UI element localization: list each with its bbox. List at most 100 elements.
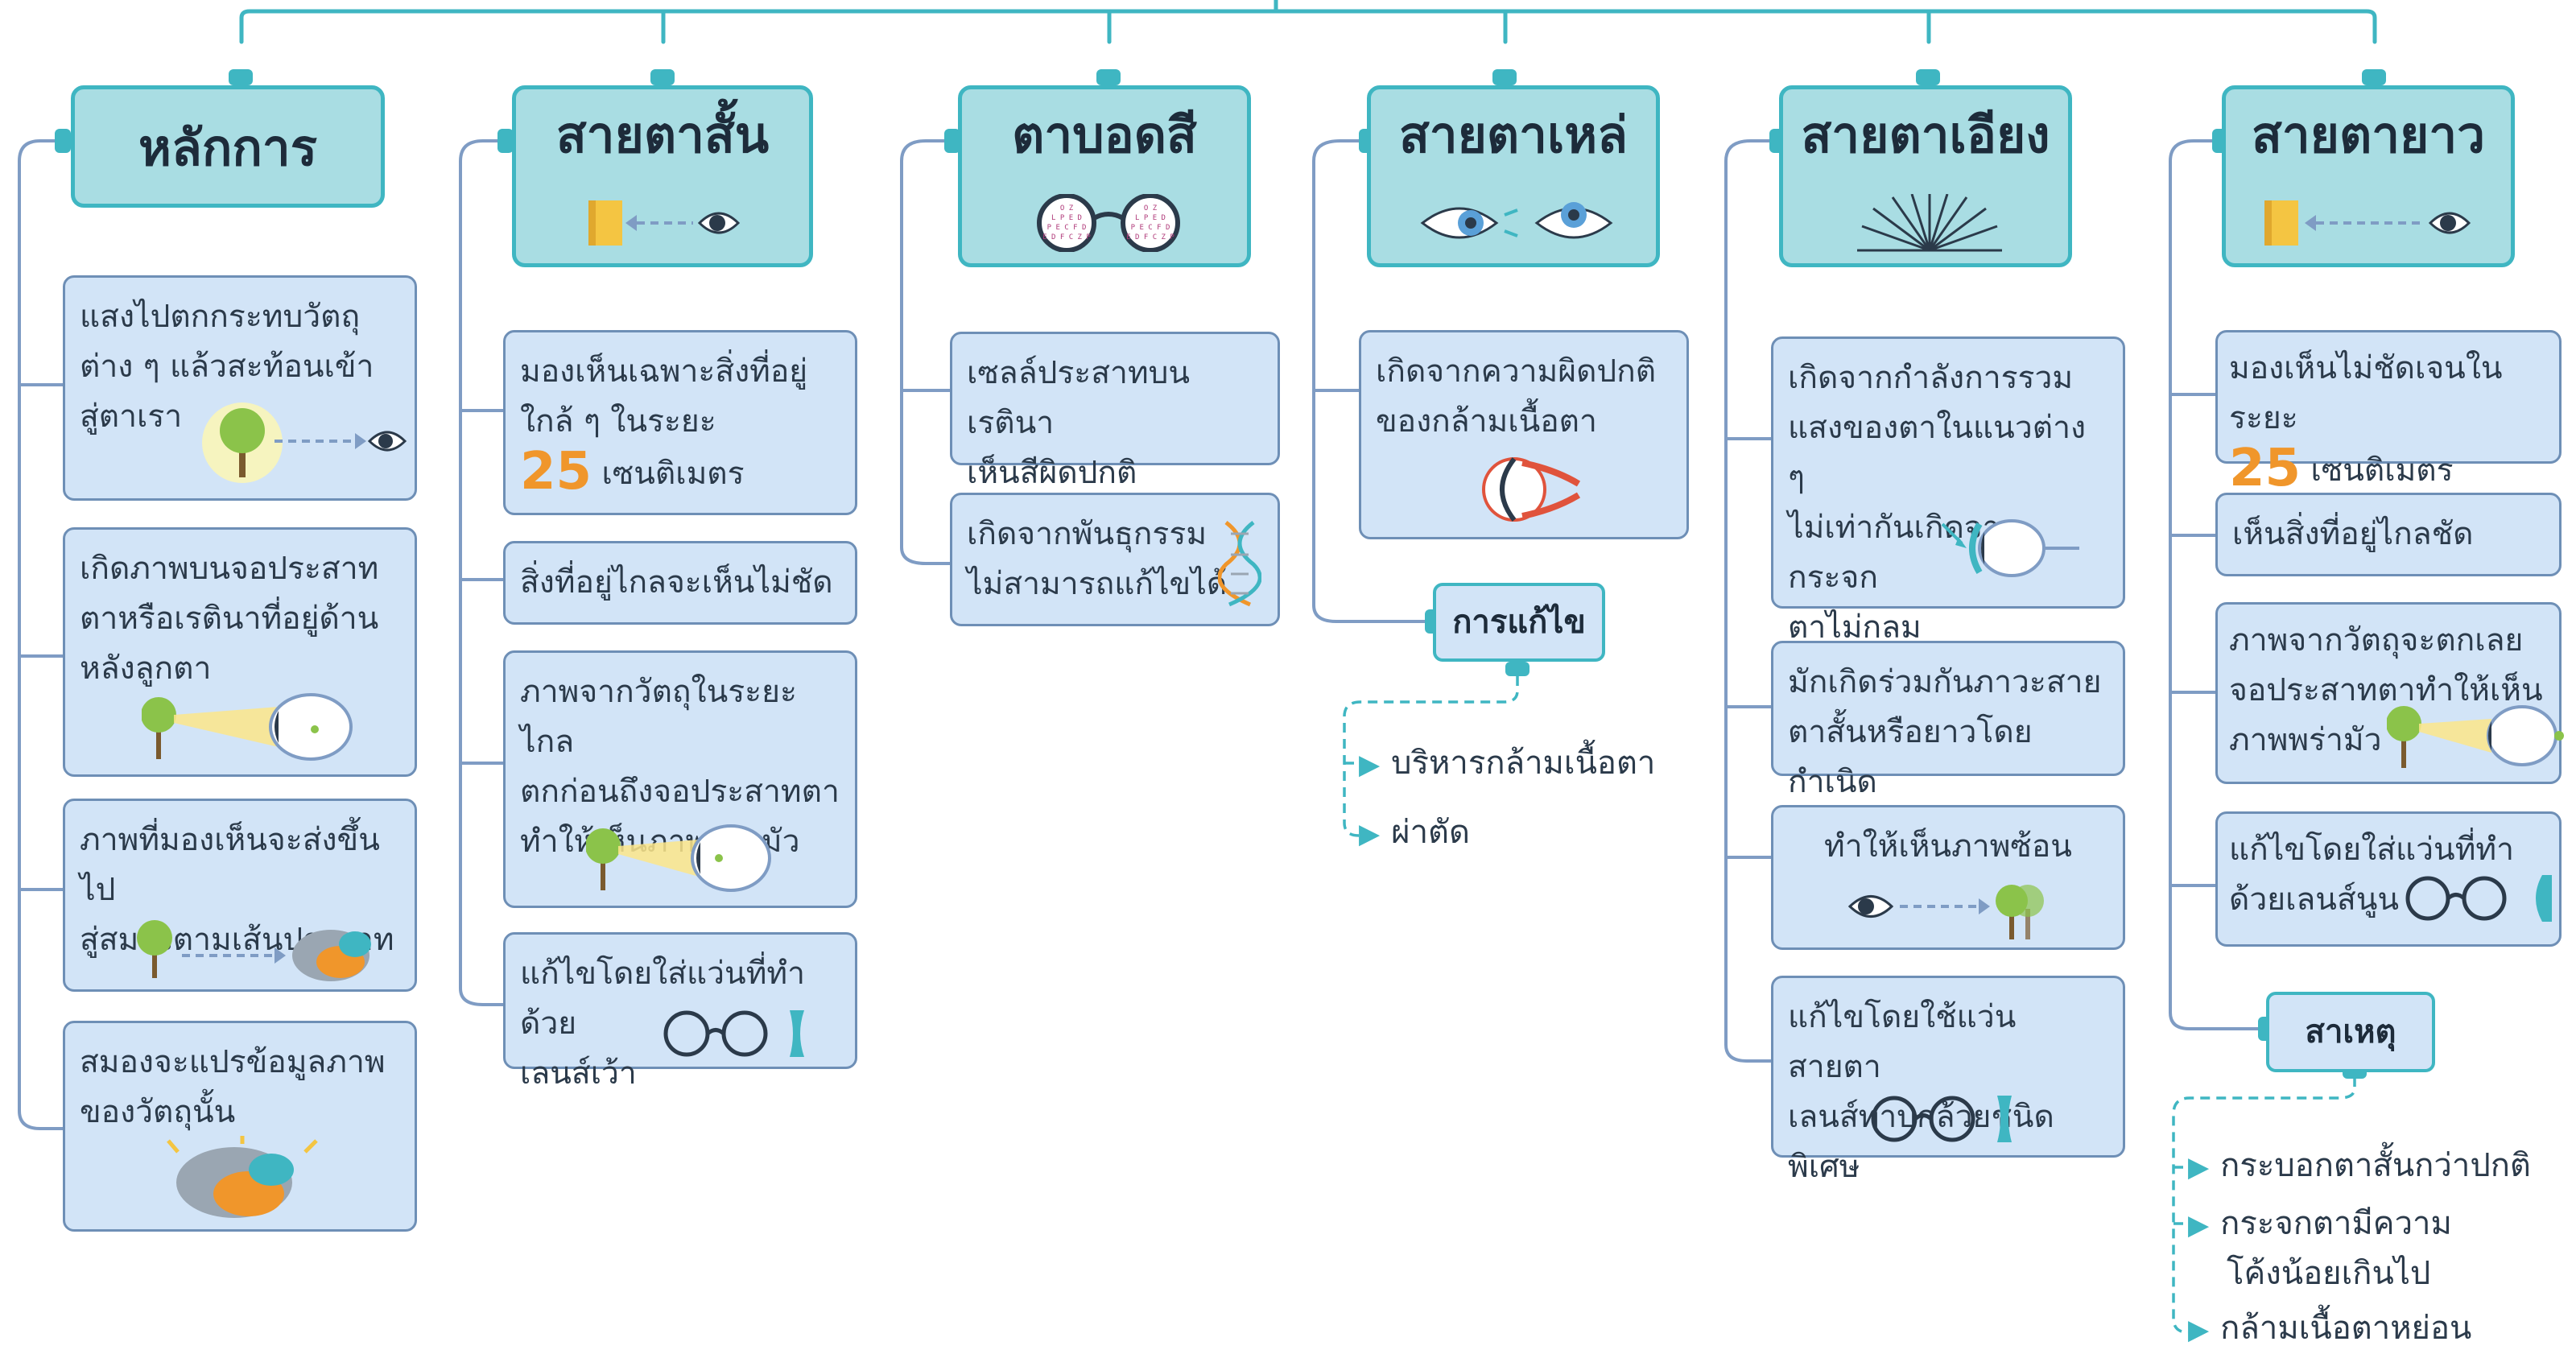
chart-letters-row: O Z: [1060, 204, 1074, 213]
box-line: แก้ไขโดยใส่แว่นที่ทำด้วย: [520, 956, 806, 1042]
chart-letters-row: E D F C Z P: [1126, 233, 1174, 241]
header-astigmatism: สายตาเอียง: [1779, 85, 2072, 267]
play-arrow-icon: ▶: [2188, 1209, 2210, 1241]
myopia-box-3: ภาพจากวัตถุในระยะไกล ตกก่อนถึงจอประสาทตา…: [503, 650, 857, 908]
box-line: ตาหรือเรตินาที่อยู่ด้าน: [80, 601, 379, 637]
header-title: ตาบอดสี: [1012, 105, 1197, 164]
play-arrow-icon: ▶: [1359, 749, 1381, 781]
header-title: หลักการ: [138, 118, 318, 177]
hyperopia-eye-diagram-icon: [2387, 705, 2564, 768]
dna-icon: [1218, 521, 1261, 607]
chart-letters-row: E D F C Z P: [1042, 233, 1091, 241]
play-arrow-icon: ▶: [1359, 818, 1381, 850]
box-line: เซลล์ประสาทบนเรตินา: [967, 355, 1191, 441]
box-line: ไม่สามารถแก้ไขได้: [967, 566, 1228, 602]
header-strabismus: สายตาเหล่: [1367, 85, 1660, 267]
fix-label-text: การแก้ไข: [1452, 604, 1586, 641]
special-lens-glasses-icon: [1871, 1096, 2012, 1142]
chart-letters-row: P E C F D: [1047, 224, 1087, 232]
distance-unit: เซนติเมตร: [601, 456, 745, 492]
distance-unit: เซนติเมตร: [2310, 452, 2454, 489]
fix-label: การแก้ไข: [1433, 583, 1605, 662]
myopia-box-1: มองเห็นเฉพาะสิ่งที่อยู่ ใกล้ ๆ ในระยะ 25…: [503, 330, 857, 515]
chart-letters-row: O Z: [1144, 204, 1158, 213]
header-principle: หลักการ: [71, 85, 385, 208]
fix-item-2: ▶ ผ่าตัด: [1359, 808, 1470, 858]
crossed-eyes-icon: [1420, 202, 1613, 239]
box-line: แก้ไขโดยใส่แว่นที่ทำ: [2229, 832, 2515, 868]
eye-diagram-icon: [142, 693, 353, 761]
box-line: ตาไม่กลม: [1788, 609, 1922, 646]
astigmatism-box-1: เกิดจากกำลังการรวม แสงของตาในแนวต่าง ๆ ไ…: [1771, 336, 2125, 646]
distance-number: 25: [2229, 439, 2301, 498]
myopia-eye-diagram-icon: [586, 824, 771, 892]
box-line: ของกล้ามเนื้อตา: [1376, 403, 1597, 440]
eye-muscle-icon: [1482, 457, 1581, 522]
cause-item-1: ▶ กระบอกตาสั้นกว่าปกติ: [2188, 1141, 2531, 1191]
eye-chart-glasses-icon: O Z L P E D P E C F D E D F C Z P O Z L …: [1037, 194, 1180, 252]
astigmatism-box-2: มักเกิดร่วมกันภาวะสาย ตาสั้นหรือยาวโดยกำ…: [1771, 641, 2125, 800]
myopia-box-2: สิ่งที่อยู่ไกลจะเห็นไม่ชัด: [503, 541, 857, 625]
cause-item-text: กระจกตามีความ: [2220, 1205, 2452, 1242]
tree-to-eye-icon: [202, 402, 407, 483]
cause-item-3: ▶กล้ามเนื้อตาหย่อน: [2188, 1304, 2471, 1354]
principle-box-1: แสงไปตกกระทบวัตถุ ต่าง ๆ แล้วสะท้อนเข้า …: [63, 275, 417, 501]
header-title: สายตาสั้น: [555, 105, 770, 164]
colorblind-box-2: เกิดจากพันธุกรรม ไม่สามารถแก้ไขได้: [950, 493, 1280, 626]
box-line: สู่ตาเรา: [80, 398, 183, 435]
principle-box-4: สมองจะแปรข้อมูลภาพ ของวัตถุนั้น: [63, 1021, 417, 1232]
box-line: หลังลูกตา: [80, 650, 212, 687]
play-arrow-icon: ▶: [2188, 1151, 2210, 1183]
chart-letters-row: P E C F D: [1131, 224, 1170, 232]
chart-letters-row: L P E D: [1135, 214, 1166, 222]
chart-letters-row: L P E D: [1051, 214, 1082, 222]
principle-box-2: เกิดภาพบนจอประสาท ตาหรือเรตินาที่อยู่ด้า…: [63, 527, 417, 777]
distance-number: 25: [520, 442, 592, 502]
cause-item-text: กระบอกตาสั้นกว่าปกติ: [2220, 1147, 2531, 1184]
book-to-eye-icon: [588, 200, 741, 246]
book-far-eye-icon: [2264, 200, 2471, 246]
box-line: ตาสั้นหรือยาวโดยกำเนิด: [1788, 714, 2033, 800]
fix-item-text: ผ่าตัด: [1391, 814, 1471, 851]
myopia-box-4: แก้ไขโดยใส่แว่นที่ทำด้วย เลนส์เว้า: [503, 932, 857, 1092]
box-line: สมองจะแปรข้อมูลภาพ: [80, 1044, 386, 1080]
cause-item-2: ▶ กระจกตามีความ โค้งน้อยเกินไป: [2188, 1199, 2452, 1298]
hyperopia-box-3: ภาพจากวัตถุจะตกเลย จอประสาทตาทำให้เห็น ภ…: [2215, 602, 2564, 784]
header-hyperopia: สายตายาว: [2222, 85, 2515, 267]
box-line: ต่าง ๆ แล้วสะท้อนเข้า: [80, 349, 374, 385]
box-line: มักเกิดร่วมกันภาวะสาย: [1788, 664, 2102, 700]
box-line: เห็นสิ่งที่อยู่ไกลชัด: [2232, 516, 2474, 552]
box-line: ภาพจากวัตถุจะตกเลย: [2229, 622, 2524, 658]
box-line: ภาพพร่ามัว: [2229, 722, 2382, 758]
fix-item-1: ▶บริหารกล้ามเนื้อตา: [1359, 739, 1655, 789]
box-line: เกิดจากความผิดปกติ: [1376, 353, 1657, 390]
box-line: ทำให้เห็นภาพซ้อน: [1824, 828, 2072, 865]
cornea-eye-icon: [1941, 519, 2079, 577]
box-line: แก้ไขโดยใช้แว่นสายตา: [1788, 999, 2017, 1085]
header-title: สายตาเหล่: [1398, 105, 1629, 164]
box-line: ภาพจากวัตถุในระยะไกล: [520, 674, 797, 760]
box-line: แสงของตาในแนวต่าง ๆ: [1788, 410, 2087, 496]
colorblind-box-1: เซลล์ประสาทบนเรตินา เห็นสีผิดปกติ: [950, 332, 1280, 491]
cause-item-text: โค้งน้อยเกินไป: [2227, 1255, 2431, 1292]
box-line: มองเห็นไม่ชัดเจนในระยะ: [2229, 350, 2503, 436]
box-line: ด้วยเลนส์นูน: [2229, 881, 2400, 918]
convex-glasses-icon: [2405, 875, 2552, 922]
cause-label-text: สาเหตุ: [2305, 1013, 2396, 1051]
brain-icon: [167, 1136, 318, 1218]
hyperopia-box-1: มองเห็นไม่ชัดเจนในระยะ 25 เซนติเมตร: [2215, 330, 2562, 494]
cause-item-text: กล้ามเนื้อตาหย่อน: [2220, 1310, 2472, 1347]
fan-lines-icon: [1857, 194, 2002, 252]
hyperopia-box-2: เห็นสิ่งที่อยู่ไกลชัด: [2215, 493, 2562, 576]
astigmatism-box-3: ทำให้เห็นภาพซ้อน: [1771, 805, 2125, 950]
box-line: ภาพที่มองเห็นจะส่งขึ้นไป: [80, 822, 380, 908]
tree-to-brain-icon: [137, 920, 371, 981]
cause-label: สาเหตุ: [2266, 992, 2435, 1072]
astigmatism-box-4: แก้ไขโดยใช้แว่นสายตา เลนส์ทาบกล้วยชนิดพิ…: [1771, 976, 2125, 1185]
box-line: เห็นสีผิดปกติ: [967, 455, 1137, 491]
header-title: สายตายาว: [2251, 105, 2486, 164]
strabismus-box-1: เกิดจากความผิดปกติ ของกล้ามเนื้อตา: [1359, 330, 1689, 539]
box-line: เลนส์เว้า: [520, 1055, 637, 1092]
box-line: จอประสาทตาทำให้เห็น: [2229, 672, 2543, 708]
